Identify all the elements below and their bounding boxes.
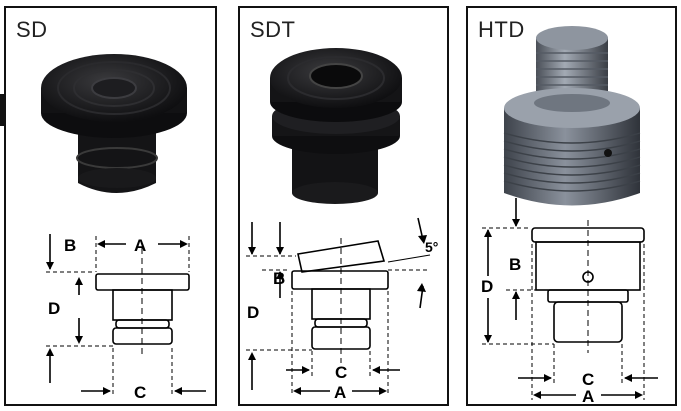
- dim-a-label: A: [134, 236, 146, 255]
- sdt-product-photo: [270, 48, 402, 204]
- panel-title: SDT: [250, 17, 296, 42]
- dim-b-label: B: [273, 269, 285, 288]
- dim-d-label: D: [247, 303, 259, 322]
- dim-b-label: B: [509, 255, 521, 274]
- panel-title: SD: [16, 17, 48, 42]
- htd-dimension-drawing: B D C A: [481, 198, 658, 404]
- panel-htd: HTD: [466, 6, 677, 406]
- dim-c-label: C: [582, 370, 594, 389]
- panel-sd: SD: [4, 6, 217, 406]
- panel-sdt: SDT: [238, 6, 449, 406]
- sd-product-photo: [41, 54, 187, 193]
- htd-product-photo: [503, 26, 641, 206]
- dim-c-label: C: [134, 383, 146, 402]
- dim-c-label: C: [335, 363, 347, 382]
- dim-a-label: A: [334, 383, 346, 402]
- dim-d-label: D: [481, 277, 493, 296]
- dim-b-label: B: [64, 236, 76, 255]
- sdt-dimension-drawing: B D C A 5°: [246, 217, 438, 402]
- edge-mark: [0, 94, 4, 126]
- angle-label: 5°: [425, 239, 438, 255]
- sd-dimension-drawing: A B C D: [46, 234, 206, 402]
- dim-d-label: D: [48, 299, 60, 318]
- panel-title: HTD: [478, 17, 525, 42]
- dim-a-label: A: [582, 387, 594, 404]
